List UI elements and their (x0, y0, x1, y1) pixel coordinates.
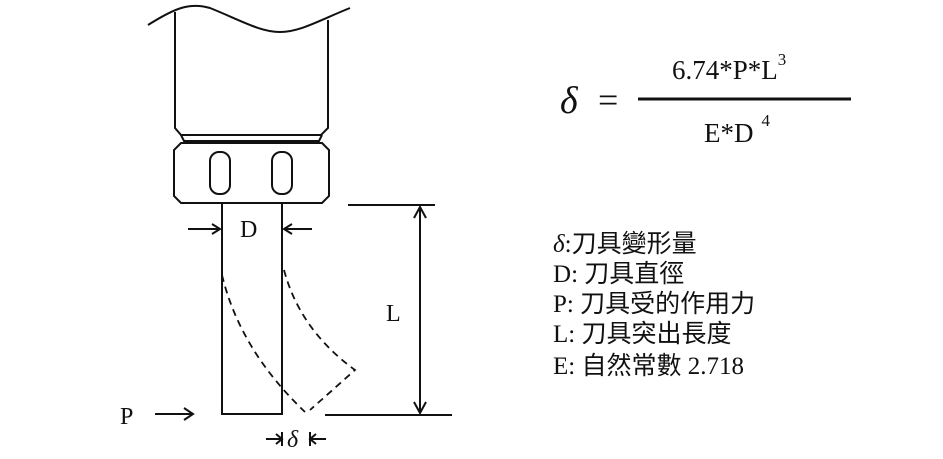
nut-slot-right (271, 151, 293, 195)
formula-equals: = (598, 80, 619, 120)
d-dimension-arrows (188, 223, 312, 235)
nut-slot-left (209, 151, 231, 195)
holder-wavy-top (147, 4, 351, 34)
legend-item: P: 刀具受的作用力 (553, 292, 755, 317)
legend-symbol: D (553, 261, 572, 288)
deflected-shank-dashed (221, 269, 357, 413)
numerator-text: 6.74*P*L (672, 55, 778, 85)
legend-text: :刀具變形量 (564, 231, 697, 258)
denominator-text: E*D (704, 118, 754, 148)
collet-nut (173, 142, 330, 204)
delta-dimension-arrows (266, 432, 326, 446)
legend-text: : 刀具受的作用力 (566, 291, 756, 318)
legend-item: δ:刀具變形量 (553, 232, 697, 257)
legend-text: : 刀具直徑 (571, 261, 685, 288)
formula-denominator: E*D 4 (704, 112, 770, 148)
legend-symbol: L (553, 321, 569, 348)
denominator-exponent: 4 (761, 111, 771, 130)
label-l: L (386, 301, 401, 327)
p-force-arrow (155, 407, 195, 421)
legend-symbol: δ (553, 231, 565, 258)
numerator-exponent: 3 (777, 50, 787, 69)
l-dimension (325, 204, 452, 416)
legend-symbol: E (553, 353, 569, 380)
holder-collar (180, 134, 323, 142)
tool-holder-body (174, 12, 329, 136)
legend-symbol: P (553, 291, 567, 318)
legend-text: : 自然常數 2.718 (568, 353, 744, 380)
tool-shank (221, 203, 283, 415)
legend-item: L: 刀具突出長度 (553, 322, 731, 347)
formula-numerator: 6.74*P*L3 (672, 51, 786, 85)
legend-item: D: 刀具直徑 (553, 262, 684, 287)
legend-item: E: 自然常數 2.718 (553, 354, 744, 379)
label-d: D (240, 217, 258, 243)
label-p: P (120, 404, 134, 430)
legend-text: : 刀具突出長度 (568, 321, 732, 348)
label-delta: δ (287, 427, 299, 453)
formula-lhs: δ (560, 80, 578, 122)
